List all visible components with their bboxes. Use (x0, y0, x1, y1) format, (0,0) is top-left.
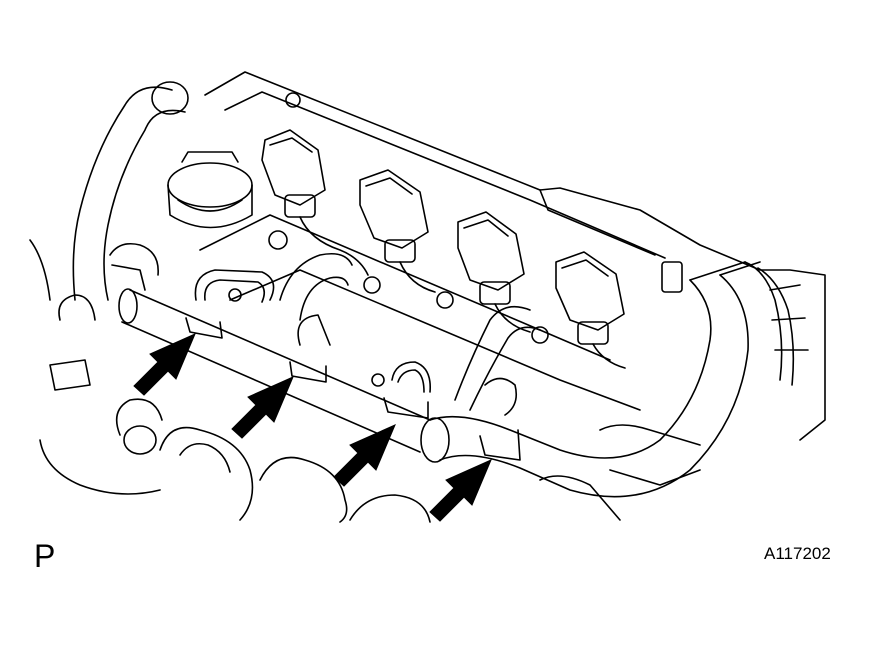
ignition-coil-2 (359, 169, 436, 293)
fuel-pipe-clamp-1 (185, 269, 275, 339)
wiring-harness-right (661, 261, 809, 386)
ignition-coil-4 (555, 251, 626, 369)
head-bolts (228, 92, 549, 387)
arrow-3 (333, 424, 396, 487)
head-cover-outline (204, 71, 826, 441)
head-cover-top-edge (224, 91, 666, 259)
ignition-coil-3 (457, 211, 531, 333)
head-cover-low-edge (229, 269, 641, 411)
middle-hose (279, 252, 541, 411)
head-cover-mid-edge (199, 214, 611, 361)
view-code-label: P (34, 538, 56, 574)
lower-block (39, 294, 701, 523)
arrow-2 (231, 376, 294, 439)
upper-hose-left (72, 81, 189, 301)
left-side-components (29, 239, 159, 301)
arrow-1 (133, 333, 196, 396)
oil-filler-cap (167, 151, 253, 229)
lower-hose-right (420, 261, 761, 498)
ignition-coil-1 (261, 129, 369, 276)
figure-id-label: A117202 (764, 544, 831, 563)
arrow-4 (429, 459, 492, 522)
fuel-pipe-clamp-4 (479, 377, 521, 461)
head-cover-ridge (539, 189, 656, 256)
fuel-pipe-clamp-3 (383, 361, 432, 419)
fuel-pipe-clamp-2 (289, 314, 331, 383)
